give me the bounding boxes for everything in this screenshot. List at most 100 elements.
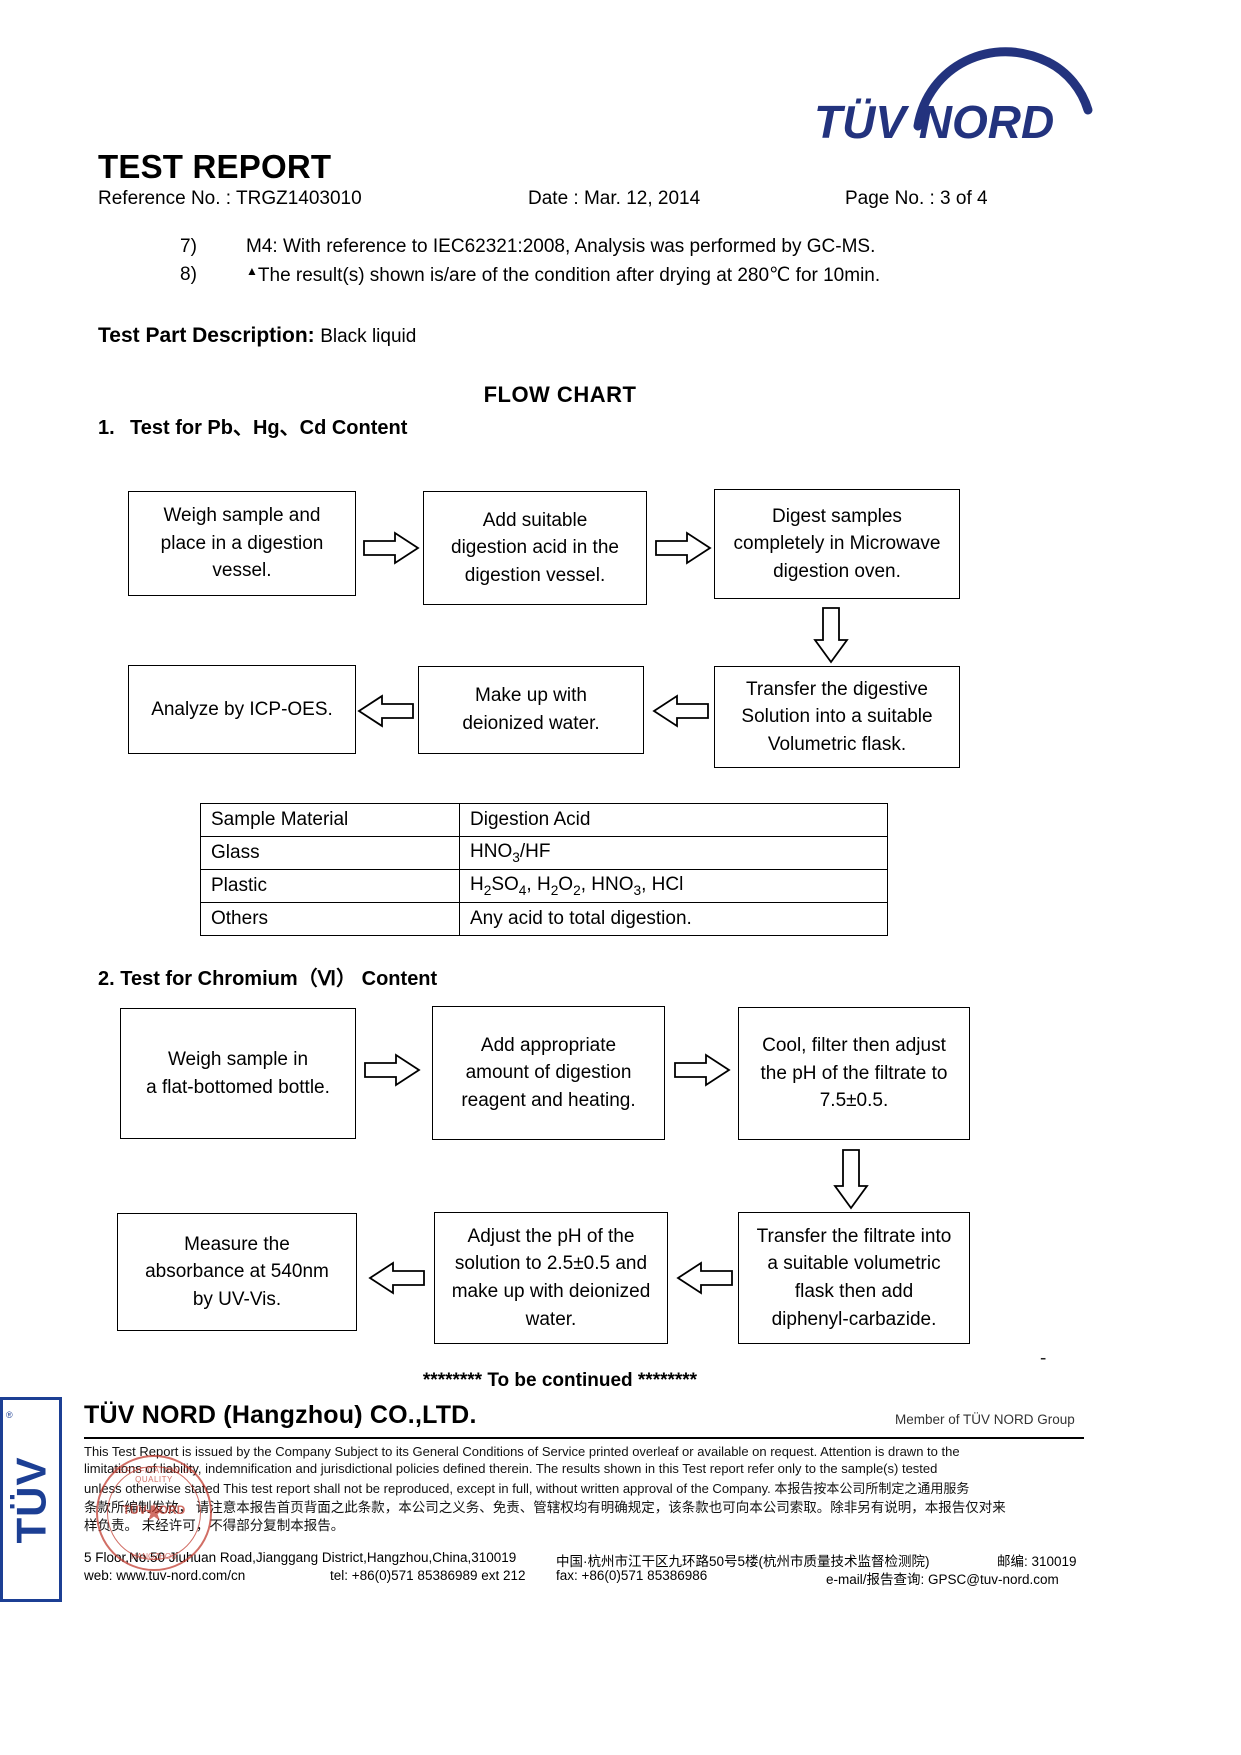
cell-material: Plastic xyxy=(200,869,460,903)
flow-box-line: a suitable volumetric xyxy=(767,1253,941,1275)
table-row: Glass HNO3/HF xyxy=(200,836,888,870)
footer-address-center: 中国·杭州市江干区九环路50号5楼(杭州市质量技术监督检测院) xyxy=(556,1554,930,1569)
note-number: 7) xyxy=(180,236,197,257)
footer-disclaimer-line: limitations of liability, indemnificatio… xyxy=(84,1461,938,1476)
arrow-down-2 xyxy=(832,1148,870,1210)
flow-box-line: Transfer the digestive xyxy=(746,678,928,700)
test-part-label: Test Part Description: xyxy=(98,324,315,347)
logo-wordmark: TÜV NORD xyxy=(814,96,1054,147)
table-header-row: Sample Material Digestion Acid xyxy=(200,803,888,837)
column-header-material: Sample Material xyxy=(200,803,460,837)
flow-box-line: digestion acid in the xyxy=(451,537,619,559)
flow-box-add-reagent-heat: Add appropriate amount of digestion reag… xyxy=(432,1006,665,1140)
flow-box-analyze-icp: Analyze by ICP-OES. xyxy=(128,665,356,754)
flow-box-line: Weigh sample in xyxy=(167,1048,309,1070)
flow-box-transfer-flask: Transfer the digestive Solution into a s… xyxy=(714,666,960,768)
footer-postcode: 邮编: 310019 xyxy=(997,1554,1077,1569)
flow-box-measure-absorbance: Measure the absorbance at 540nm by UV-Vi… xyxy=(117,1213,357,1331)
flow-box-line: Weigh sample and xyxy=(163,505,321,527)
footer-disclaimer-line: 样负责。 未经许可，不得部分复制本报告。 xyxy=(84,1518,345,1533)
flow-box-line: Analyze by ICP-OES. xyxy=(151,698,333,720)
note-text: ▲The result(s) shown is/are of the condi… xyxy=(246,264,880,287)
flow-box-line: reagent and heating. xyxy=(461,1089,636,1111)
section1-heading: 1. Test for Pb、Hg、Cd Content xyxy=(98,411,407,440)
note-text: M4: With reference to IEC62321:2008, Ana… xyxy=(246,236,876,257)
section1-index: 1. xyxy=(98,417,115,439)
triangle-marker-icon: ▲ xyxy=(246,264,258,278)
flow-box-weigh-flat-bottom: Weigh sample in a flat-bottomed bottle. xyxy=(120,1008,356,1139)
test-part-description: Test Part Description: Black liquid xyxy=(98,324,416,348)
digestion-acid-table: Sample Material Digestion Acid Glass HNO… xyxy=(200,803,888,936)
test-part-value: Black liquid xyxy=(320,326,417,347)
flow-box-line: Make up with xyxy=(475,685,587,707)
flow-box-cool-filter-ph: Cool, filter then adjust the pH of the f… xyxy=(738,1007,970,1140)
footer-website[interactable]: web: www.tuv-nord.com/cn xyxy=(84,1568,246,1583)
tuv-nord-logo: TÜV NORD xyxy=(800,22,1100,147)
arrow-right-2 xyxy=(654,531,712,565)
arrow-right-4 xyxy=(673,1053,731,1087)
flow-box-line: water. xyxy=(525,1308,577,1330)
arrow-right-3 xyxy=(363,1053,421,1087)
cell-acid: Any acid to total digestion. xyxy=(459,902,888,936)
flow-box-line: 7.5±0.5. xyxy=(819,1090,889,1112)
flow-box-digest-microwave: Digest samples completely in Microwave d… xyxy=(714,489,960,599)
flow-box-line: diphenyl-carbazide. xyxy=(771,1308,937,1330)
flow-box-line: digestion oven. xyxy=(773,560,901,582)
flow-chart-heading: FLOW CHART xyxy=(483,382,637,407)
page-number: Page No. : 3 of 4 xyxy=(845,188,988,209)
flow-box-line: vessel. xyxy=(212,560,272,582)
page-title: TEST REPORT xyxy=(98,148,332,185)
stray-mark: - xyxy=(1040,1348,1047,1369)
flow-box-line: Solution into a suitable xyxy=(741,706,933,728)
column-header-acid: Digestion Acid xyxy=(459,803,888,837)
flow-box-adjust-ph-2-5: Adjust the pH of the solution to 2.5±0.5… xyxy=(434,1212,668,1344)
arrow-left-2 xyxy=(357,694,415,728)
footer-telephone: tel: +86(0)571 85386989 ext 212 xyxy=(330,1568,526,1583)
footer-divider xyxy=(84,1437,1084,1439)
registered-mark-icon: ® xyxy=(6,1410,13,1420)
flow-box-line: a flat-bottomed bottle. xyxy=(146,1076,330,1098)
flow-box-line: Cool, filter then adjust xyxy=(762,1035,946,1057)
flow-box-line: deionized water. xyxy=(462,713,600,734)
flow-box-line: Volumetric flask. xyxy=(767,733,907,755)
flow-box-line: place in a digestion xyxy=(160,532,324,554)
flow-box-line: by UV-Vis. xyxy=(192,1288,282,1310)
tuv-badge-watermark: TÜV xyxy=(0,1397,62,1602)
flow-box-line: digestion vessel. xyxy=(464,564,606,586)
note-number: 8) xyxy=(180,264,197,285)
flow-box-line: Add suitable xyxy=(482,509,588,531)
footer-disclaimer-line: This Test Report is issued by the Compan… xyxy=(84,1444,960,1459)
footer-address-left: 5 Floor,No.50 Jiuhuan Road,Jianggang Dis… xyxy=(84,1550,517,1565)
footer-email[interactable]: e-mail/报告查询: GPSC@tuv-nord.com xyxy=(826,1572,1059,1587)
cell-acid: HNO3/HF xyxy=(459,836,888,870)
cell-material: Glass xyxy=(200,836,460,870)
flow-box-line: absorbance at 540nm xyxy=(145,1261,329,1283)
cell-acid: H2SO4, H2O2, HNO3, HCl xyxy=(459,869,888,903)
footer-fax: fax: +86(0)571 85386986 xyxy=(556,1568,708,1583)
cell-material: Others xyxy=(200,902,460,936)
flow-box-line: Add appropriate xyxy=(480,1034,617,1056)
section2-heading: 2. Test for Chromium（Ⅵ） Content xyxy=(98,968,438,990)
arrow-left-3 xyxy=(676,1261,734,1295)
tuv-badge-text: TÜV xyxy=(7,1456,54,1543)
footer-disclaimer-line: 条款所编制发放， 请注意本报告首页背面之此条款，本公司之义务、免责、管辖权均有明… xyxy=(84,1500,1006,1515)
flow-box-add-acid: Add suitable digestion acid in the diges… xyxy=(423,491,647,605)
section1-title: Test for Pb、Hg、Cd Content xyxy=(130,417,408,439)
report-date: Date : Mar. 12, 2014 xyxy=(528,188,701,209)
flow-box-weigh-sample: Weigh sample and place in a digestion ve… xyxy=(128,491,356,596)
flow-box-line: flask then add xyxy=(794,1281,914,1302)
flow-box-line: Measure the xyxy=(184,1233,290,1255)
arrow-left-4 xyxy=(368,1261,426,1295)
footer-company-name: TÜV NORD (Hangzhou) CO.,LTD. xyxy=(84,1401,477,1429)
note-body: The result(s) shown is/are of the condit… xyxy=(257,265,881,286)
arrow-left-1 xyxy=(652,694,710,728)
table-row: Plastic H2SO4, H2O2, HNO3, HCl xyxy=(200,869,888,903)
flow-box-line: Digest samples xyxy=(772,505,902,527)
flow-box-line: solution to 2.5±0.5 and xyxy=(454,1253,648,1275)
flow-box-transfer-diphenyl: Transfer the filtrate into a suitable vo… xyxy=(738,1212,970,1344)
flow-box-line: Transfer the filtrate into xyxy=(756,1225,952,1247)
flow-box-line: amount of digestion xyxy=(465,1062,632,1084)
flow-box-line: make up with deionized xyxy=(451,1281,651,1302)
footer-disclaimer-line: unless otherwise stated This test report… xyxy=(84,1481,970,1496)
